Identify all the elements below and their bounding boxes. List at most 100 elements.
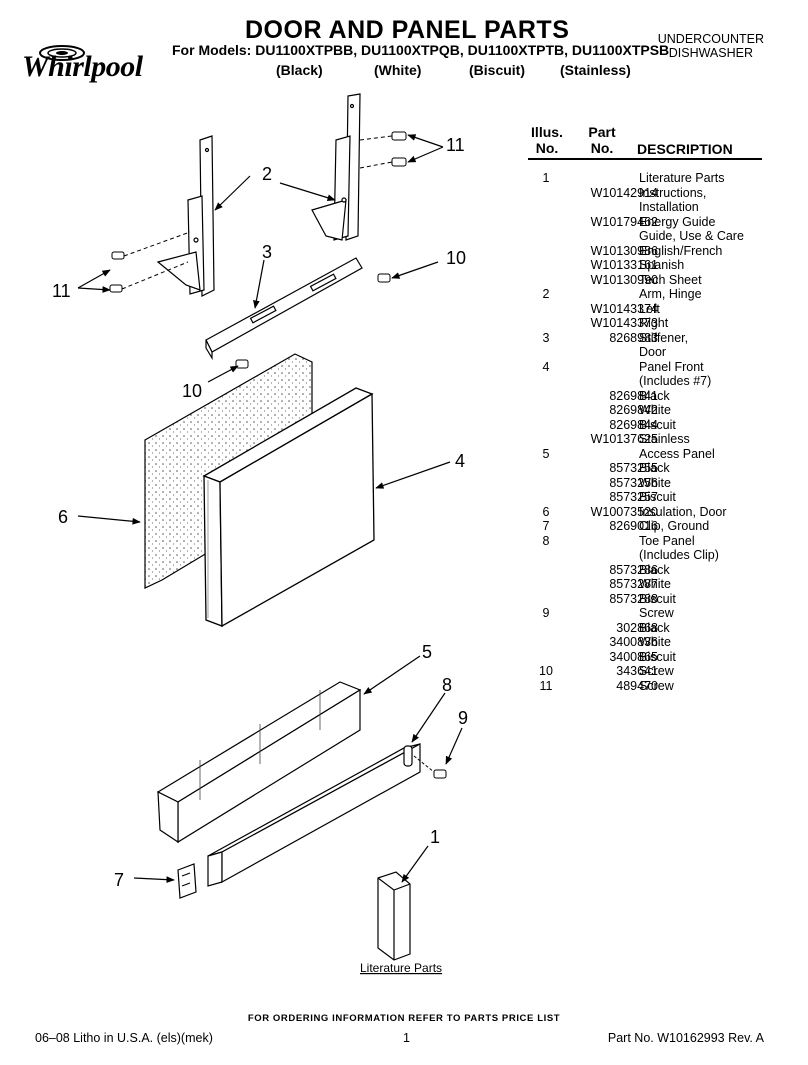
- part-description: Tech Sheet: [639, 272, 702, 287]
- logo-swirl-icon: [39, 45, 85, 61]
- part-description: Instructions,: [639, 185, 707, 200]
- part-description: Stiffener,: [639, 330, 689, 345]
- illus-number: 10: [539, 664, 553, 678]
- part-number: 489470: [616, 678, 658, 693]
- part-description: Panel Front: [639, 359, 704, 374]
- header-illus-no: Illus. No.: [531, 124, 563, 156]
- callout-1: 1: [430, 827, 440, 847]
- header-divider: [528, 158, 762, 160]
- access-panel: [156, 681, 362, 844]
- part-description: Clip, Ground: [639, 519, 710, 533]
- part-description: Access Panel: [639, 446, 715, 461]
- part-description: White: [639, 403, 671, 417]
- callout-labels: 2 3 10 10 11 11 4 6 5 8 9 7 1: [52, 135, 468, 890]
- part-number: 302868: [616, 620, 658, 635]
- whirlpool-logo: [20, 40, 160, 90]
- part-number: W10130990: [590, 272, 658, 287]
- part-number: 8573256: [609, 475, 658, 490]
- unit-type: UNDERCOUNTER DISHWASHER: [658, 32, 764, 60]
- part-description: Installation: [639, 200, 699, 214]
- illus-number: 8: [542, 533, 550, 548]
- part-description: Screw: [639, 606, 674, 620]
- exploded-diagram: 2 3 10 10 11 11 4 6 5 8 9 7 1 Literature…: [52, 93, 468, 975]
- part-number: W10143373: [590, 316, 658, 330]
- door-stiffener: [205, 257, 363, 361]
- part-description: Door: [639, 345, 667, 359]
- part-number: 8573288: [609, 591, 658, 606]
- callout-5: 5: [422, 642, 432, 662]
- part-number: W10179462: [590, 214, 658, 229]
- part-description: Biscuit: [639, 490, 676, 504]
- callout-10b: 10: [182, 381, 202, 401]
- callout-8: 8: [442, 675, 452, 695]
- part-number: W10133161: [590, 258, 658, 272]
- models-line: For Models: DU1100XTPBB, DU1100XTPQB, DU…: [172, 42, 670, 58]
- illus-number: 4: [542, 359, 550, 374]
- part-description: Stainless: [639, 432, 690, 446]
- part-description: White: [639, 635, 671, 649]
- part-description: Screw: [639, 678, 674, 693]
- color-white: (White): [374, 62, 422, 78]
- part-number: 343641: [616, 664, 658, 678]
- part-description: Spanish: [639, 258, 685, 272]
- callout-arrows: [77, 134, 463, 883]
- brand-logo-text: Whirlpool: [22, 50, 143, 83]
- toe-panel: [207, 742, 421, 887]
- part-description: English/French: [639, 243, 723, 258]
- part-number: W10137625: [590, 432, 658, 446]
- callout-2: 2: [262, 164, 272, 184]
- part-description: Biscuit: [639, 649, 676, 664]
- table-row: Door: [528, 345, 778, 360]
- part-number: W10073520: [590, 504, 658, 519]
- part-number: 8269016: [609, 519, 658, 533]
- callout-3: 3: [262, 242, 272, 262]
- part-description: Arm, Hinge: [639, 287, 702, 301]
- table-row: 4 Panel Front: [528, 360, 778, 375]
- literature-booklet-icon: [377, 871, 411, 961]
- part-number: 3400836: [609, 635, 658, 649]
- part-description: Toe Panel: [639, 533, 695, 548]
- hinge-arm-left: [156, 135, 215, 297]
- table-row: Guide, Use & Care: [528, 229, 778, 244]
- part-number: 8268983: [609, 330, 658, 345]
- table-row: (Includes Clip): [528, 548, 778, 563]
- part-number: 8573287: [609, 577, 658, 591]
- part-description: Insulation, Door: [639, 504, 727, 519]
- part-description: Left: [639, 301, 660, 316]
- screw-9-icon: [413, 755, 447, 779]
- unit-type-line2: DISHWASHER: [668, 46, 753, 60]
- callout-6: 6: [58, 507, 68, 527]
- part-description: Right: [639, 316, 669, 330]
- literature-parts-caption: Literature Parts: [360, 961, 442, 975]
- ground-clip-icon: [177, 863, 197, 899]
- screw-10-icons: [235, 273, 391, 369]
- color-biscuit: (Biscuit): [469, 62, 525, 78]
- callout-7: 7: [114, 870, 124, 890]
- color-black: (Black): [276, 62, 323, 78]
- part-number: W10143374: [590, 301, 658, 316]
- part-description: White: [639, 475, 671, 490]
- illus-number: 2: [542, 287, 550, 301]
- part-description: Biscuit: [639, 591, 676, 606]
- callout-9: 9: [458, 708, 468, 728]
